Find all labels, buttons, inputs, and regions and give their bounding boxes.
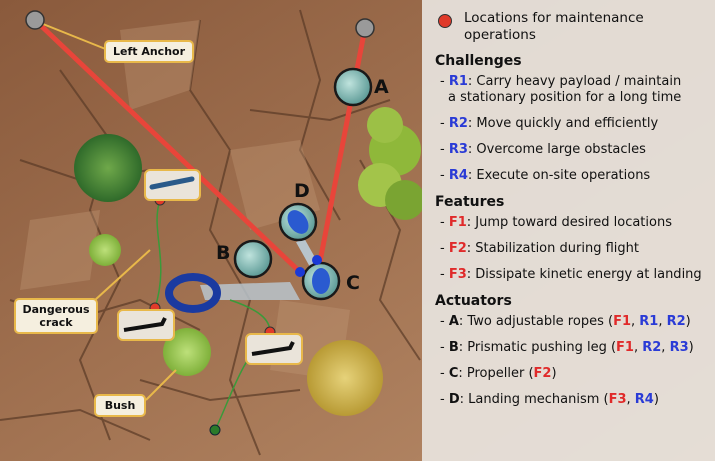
challenges-heading: Challenges xyxy=(435,53,522,69)
features-heading: Features xyxy=(435,194,505,210)
bush-leader xyxy=(145,369,177,401)
right-anchor-point xyxy=(355,18,375,38)
tree-right xyxy=(358,107,425,220)
legend-panel: Locations for maintenance operations Cha… xyxy=(422,0,715,461)
actuator-a: - A: Two adjustable ropes (F1, R1, R2) xyxy=(440,314,691,329)
feature-f1: - F1: Jump toward desired locations xyxy=(440,215,672,230)
challenge-r4: - R4: Execute on-site operations xyxy=(440,168,651,183)
actuator-d: - D: Landing mechanism (F3, R4) xyxy=(440,392,659,407)
left-rope xyxy=(33,18,302,274)
bush-label: Bush xyxy=(94,394,146,417)
tool-inset-3 xyxy=(245,333,303,365)
yellow-bush xyxy=(307,340,383,416)
rock-cracks xyxy=(0,9,421,456)
landing-ring xyxy=(165,273,221,313)
rope-joint-right xyxy=(312,255,322,265)
actuators-heading: Actuators xyxy=(435,293,512,309)
small-bush xyxy=(89,234,121,266)
challenge-r3: - R3: Overcome large obstacles xyxy=(440,142,646,157)
feature-f2: - F2: Stabilization during flight xyxy=(440,241,639,256)
crack-leader xyxy=(94,249,151,301)
maintenance-location-marker-icon xyxy=(438,14,452,28)
bubble-b xyxy=(233,239,273,279)
tree-left xyxy=(74,134,142,202)
rope-joint-left xyxy=(295,267,305,277)
letter-d: D xyxy=(294,180,310,202)
letter-c: C xyxy=(346,272,360,294)
tool-inset-2 xyxy=(117,309,175,341)
legend-row: Locations for maintenance operations xyxy=(438,10,709,44)
feature-f3: - F3: Dissipate kinetic energy at landin… xyxy=(440,267,702,282)
actuator-b: - B: Prismatic pushing leg (F1, R2, R3) xyxy=(440,340,694,355)
dangerous-crack-label: Dangerous crack xyxy=(14,298,98,334)
letter-b: B xyxy=(216,242,231,264)
landing-mechanism xyxy=(287,210,309,234)
propeller xyxy=(312,268,330,294)
legend-text: Locations for maintenance operations xyxy=(464,10,644,43)
bubble-a xyxy=(333,67,373,107)
tool-inset-1 xyxy=(144,169,201,201)
start-point xyxy=(209,424,221,436)
challenge-r2: - R2: Move quickly and efficiently xyxy=(440,116,659,131)
left-anchor-label: Left Anchor xyxy=(104,40,194,63)
bush xyxy=(163,328,211,376)
actuator-c: - C: Propeller (F2) xyxy=(440,366,557,381)
left-anchor-point xyxy=(25,10,45,30)
letter-a: A xyxy=(374,76,389,98)
left-anchor-leader xyxy=(37,21,109,51)
